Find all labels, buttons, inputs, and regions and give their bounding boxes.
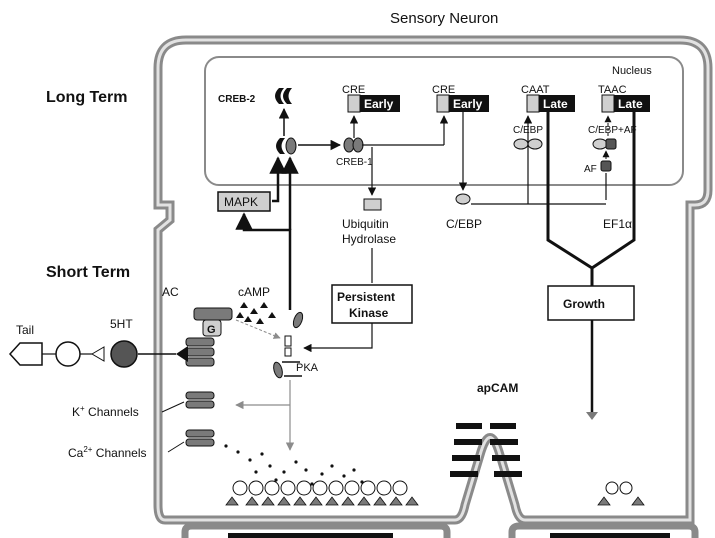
ca-channel-icon xyxy=(186,430,214,446)
af-icon xyxy=(601,161,611,171)
5ht-label: 5HT xyxy=(110,317,133,331)
gene-stage-label: Early xyxy=(364,97,394,111)
growth-arrow-head xyxy=(586,412,598,420)
promoter-label: CRE xyxy=(432,84,455,96)
ca-channels-label: Ca2+ Channels xyxy=(68,445,147,460)
creb2-dimer-icon xyxy=(275,88,292,104)
af-label: AF xyxy=(584,164,597,175)
gene-stage-label: Late xyxy=(618,97,643,111)
gene-stage-label: Early xyxy=(453,97,483,111)
cebp-af-complex-icon xyxy=(593,139,616,149)
active-zone-triangles-icon xyxy=(226,497,644,505)
promoter-label: TAAC xyxy=(598,84,627,96)
growth-label: Growth xyxy=(563,297,605,311)
cebp-af-label: C/EBP+AF xyxy=(588,125,637,136)
receptor-icon xyxy=(186,338,214,366)
gene-stage-label: Late xyxy=(543,97,568,111)
cebp-cyto-label: C/EBP xyxy=(446,217,482,231)
camp-label: cAMP xyxy=(238,285,270,299)
ac-label: AC xyxy=(162,285,179,299)
gene-cre-early-1: CRE Early xyxy=(342,84,400,112)
interneuron-terminal-icon xyxy=(92,347,104,361)
long-term-label: Long Term xyxy=(46,89,127,106)
creb-complex-icon xyxy=(276,138,296,154)
ubiquitin-label-1: Ubiquitin xyxy=(342,217,389,231)
gene-caat-late: CAAT Late xyxy=(521,84,575,112)
promoter-label: CAAT xyxy=(521,84,550,96)
creb1-dimer-icon xyxy=(344,138,363,152)
creb2-label: CREB-2 xyxy=(218,94,256,105)
g-label: G xyxy=(207,324,216,336)
camp-molecules-icon xyxy=(236,302,276,324)
nucleus-label: Nucleus xyxy=(612,65,652,77)
5ht-neuron-icon xyxy=(111,341,137,367)
tail-label: Tail xyxy=(16,323,34,337)
interneuron-icon xyxy=(56,342,80,366)
ubiquitin-label-2: Hydrolase xyxy=(342,232,396,246)
tail-shape-icon xyxy=(10,343,42,365)
k-channels-label: K+ Channels xyxy=(72,404,139,419)
adenylyl-cyclase-icon xyxy=(194,308,232,320)
persistent-label-2: Kinase xyxy=(349,306,389,320)
apcam-label: apCAM xyxy=(477,381,518,395)
cebp-cyto-icon xyxy=(456,194,470,204)
diagram-title: Sensory Neuron xyxy=(390,10,498,27)
creb1-label: CREB-1 xyxy=(336,157,373,168)
ubiquitin-gene-product-icon xyxy=(364,199,381,210)
mapk-label: MAPK xyxy=(224,195,258,209)
gene-taac-late: TAAC Late xyxy=(598,84,650,112)
synaptic-vesicles-icon xyxy=(233,481,632,495)
promoter-label: CRE xyxy=(342,84,365,96)
persistent-label-1: Persistent xyxy=(337,290,395,304)
pka-label: PKA xyxy=(296,362,319,374)
ef1a-label: EF1α xyxy=(603,217,632,231)
short-term-label: Short Term xyxy=(46,264,130,281)
k-channel-icon xyxy=(186,392,214,408)
receptor-arrow-icon xyxy=(176,346,188,362)
gene-cre-early-2: CRE Early xyxy=(432,84,489,112)
